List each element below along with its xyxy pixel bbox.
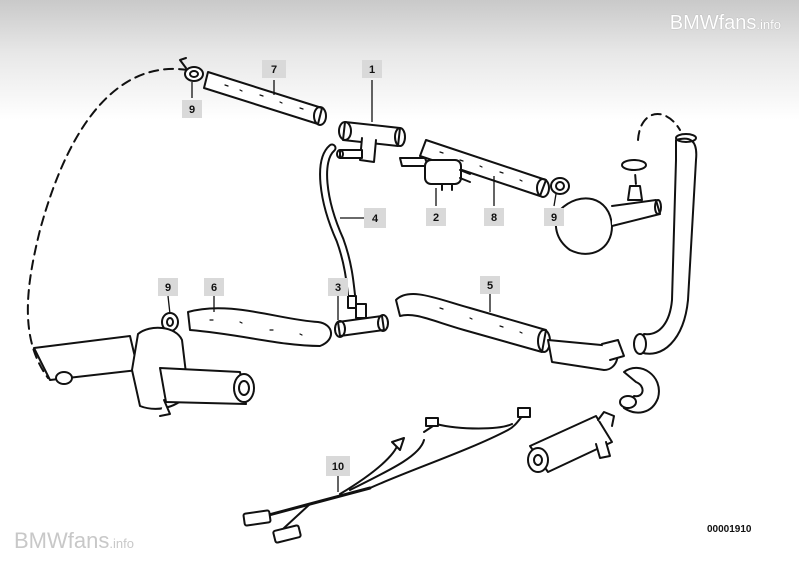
callout-9-top-label: 9	[189, 104, 195, 116]
callout-1: 1	[362, 60, 382, 122]
watermark-bottom: BMWfans.info	[14, 528, 134, 554]
callout-3: 3	[328, 278, 348, 320]
callout-8-label: 8	[491, 212, 497, 224]
callout-2-label: 2	[433, 212, 439, 224]
callout-5: 5	[480, 276, 500, 312]
valve-2	[399, 157, 471, 191]
callout-1-label: 1	[369, 64, 375, 76]
callout-7-label: 7	[271, 64, 277, 76]
housing-left	[33, 326, 255, 417]
hose-8	[419, 139, 550, 198]
clamp-9-right	[550, 177, 570, 195]
wiring-harness-10	[242, 407, 531, 544]
dashed-route-left	[26, 67, 189, 379]
hose-right-long	[639, 133, 698, 355]
callout-9-right-label: 9	[551, 212, 557, 224]
hose-5	[395, 293, 551, 353]
watermark-top-brand: BMWfans	[669, 12, 757, 34]
watermark-bottom-suffix: .info	[109, 536, 134, 551]
callout-2: 2	[426, 188, 446, 226]
callout-5-label: 5	[487, 280, 493, 292]
watermark-top-suffix: .info	[756, 17, 781, 32]
callout-4-label: 4	[372, 213, 379, 225]
watermark-top: BMWfans.info	[670, 12, 781, 35]
nozzle-lower-right	[527, 411, 615, 473]
callout-10: 10	[326, 456, 350, 492]
elbow-connector	[547, 333, 647, 371]
diagram-number: 00001910	[707, 524, 752, 535]
callout-7: 7	[262, 60, 286, 95]
dashed-route-right	[637, 113, 681, 141]
callout-4: 4	[340, 208, 386, 228]
callout-6: 6	[204, 278, 224, 312]
t-connector-1	[336, 121, 406, 163]
callout-9-right: 9	[544, 193, 564, 226]
callout-9-top: 9	[182, 82, 202, 118]
clamp-9-top	[179, 57, 204, 82]
callout-8: 8	[484, 176, 504, 226]
elbow-lower	[619, 366, 660, 414]
callout-10-label: 10	[332, 461, 344, 473]
callout-9-left: 9	[158, 278, 178, 315]
top-gradient-band	[0, 0, 799, 120]
reservoir-cap-right	[554, 159, 662, 255]
hose-4	[319, 143, 357, 309]
hose-6	[187, 307, 332, 347]
hose-7	[203, 71, 327, 126]
connector-3	[334, 303, 389, 338]
watermark-bottom-brand: BMWfans	[14, 528, 110, 553]
callout-3-label: 3	[335, 282, 341, 294]
callout-6-label: 6	[211, 282, 217, 294]
callout-9-left-label: 9	[165, 282, 171, 294]
